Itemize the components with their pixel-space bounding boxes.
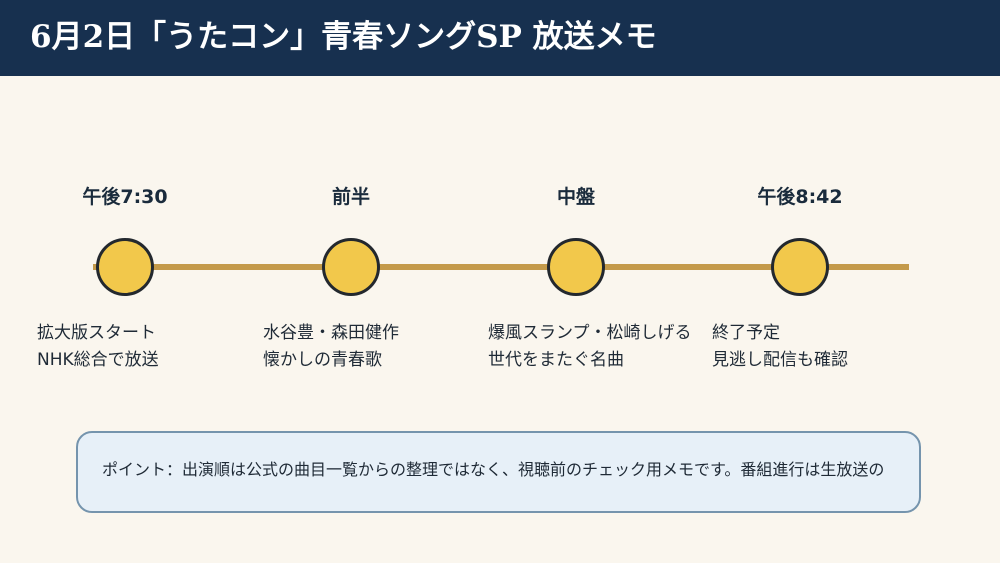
- milestone-line: NHK総合で放送: [37, 350, 159, 370]
- milestone-dot: [547, 238, 605, 296]
- milestone-heading: 前半: [331, 186, 370, 208]
- title-bar: 6月2日「うたコン」青春ソングSP 放送メモ: [0, 0, 1000, 76]
- milestone-line: 拡大版スタート: [37, 323, 156, 343]
- milestone-line: 世代をまたぐ名曲: [488, 350, 624, 370]
- milestone-description: 爆風スランプ・松崎しげる 世代をまたぐ名曲: [488, 320, 692, 374]
- milestone-line: 見逃し配信も確認: [712, 350, 848, 370]
- milestone-line: 懐かしの青春歌: [263, 350, 382, 370]
- milestone-line: 終了予定: [712, 323, 780, 343]
- milestone-dot: [96, 238, 154, 296]
- milestone-description: 水谷豊・森田健作 懐かしの青春歌: [263, 320, 399, 374]
- milestone-dot: [322, 238, 380, 296]
- note-box: ポイント：出演順は公式の曲目一覧からの整理ではなく、視聴前のチェック用メモです。…: [76, 431, 921, 513]
- milestone-line: 爆風スランプ・松崎しげる: [488, 323, 692, 343]
- timeline-line: [93, 264, 909, 270]
- milestone-heading: 午後8:42: [757, 186, 843, 208]
- milestone-dot: [771, 238, 829, 296]
- milestone-heading: 午後7:30: [82, 186, 168, 208]
- note-text: ポイント：出演順は公式の曲目一覧からの整理ではなく、視聴前のチェック用メモです。…: [102, 460, 885, 479]
- milestone-line: 水谷豊・森田健作: [263, 323, 399, 343]
- milestone-description: 終了予定 見逃し配信も確認: [712, 320, 848, 374]
- milestone-heading: 中盤: [556, 186, 595, 208]
- milestone-description: 拡大版スタート NHK総合で放送: [37, 320, 159, 374]
- page-title: 6月2日「うたコン」青春ソングSP 放送メモ: [30, 19, 657, 55]
